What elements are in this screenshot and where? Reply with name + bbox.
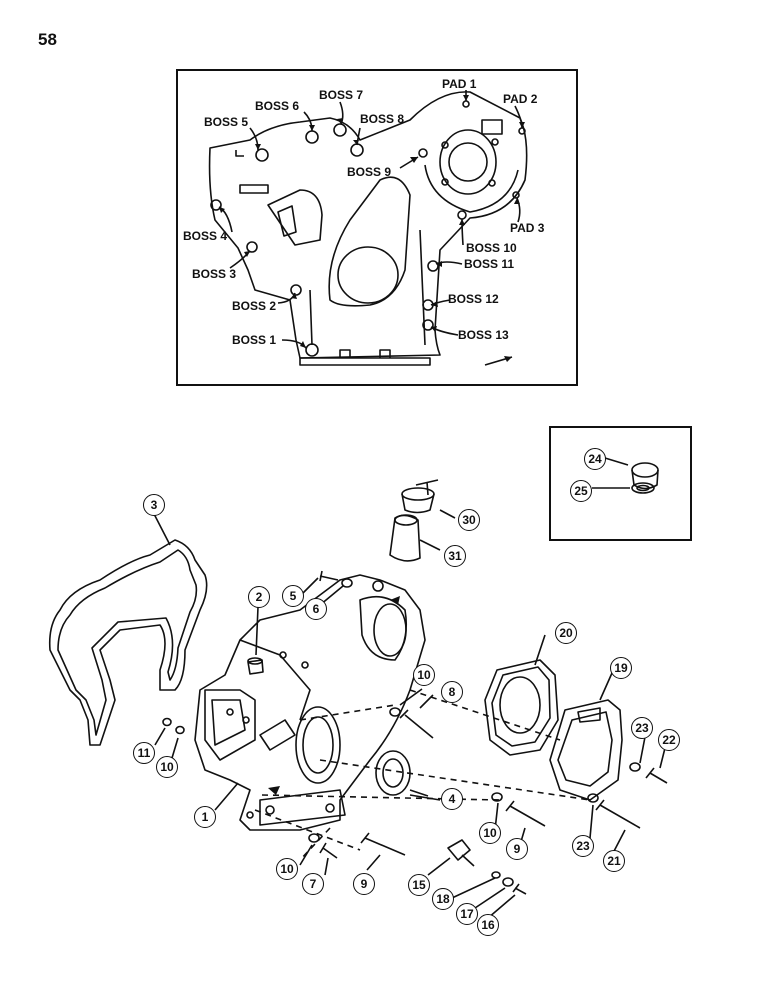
plate-19 — [549, 699, 623, 801]
label-boss-10: BOSS 10 — [466, 241, 517, 255]
label-boss-1: BOSS 1 — [232, 333, 277, 347]
label-pad-2: PAD 2 — [503, 92, 538, 106]
timing-cover-1 — [194, 574, 426, 831]
label-boss-5: BOSS 5 — [204, 115, 249, 129]
callout-9-a: 9 — [506, 838, 528, 860]
label-boss-12: BOSS 12 — [448, 292, 499, 306]
callout-10-d: 10 — [276, 858, 298, 880]
page-number: 58 — [38, 30, 57, 49]
label-boss-13: BOSS 13 — [458, 328, 509, 342]
callout-11: 11 — [133, 742, 155, 764]
callout-19: 19 — [610, 657, 632, 679]
gasket-3 — [48, 539, 208, 746]
callout-23-a: 23 — [631, 717, 653, 739]
label-boss-9: BOSS 9 — [347, 165, 392, 179]
callout-24: 24 — [584, 448, 606, 470]
label-pad-1: PAD 1 — [442, 77, 477, 91]
label-boss-3: BOSS 3 — [192, 267, 237, 281]
callout-22: 22 — [658, 729, 680, 751]
callout-17: 17 — [456, 903, 478, 925]
callout-25: 25 — [570, 480, 592, 502]
label-boss-4: BOSS 4 — [183, 229, 228, 243]
callout-30: 30 — [458, 509, 480, 531]
label-boss-7: BOSS 7 — [319, 88, 364, 102]
callout-9-b: 9 — [353, 873, 375, 895]
callout-18: 18 — [432, 888, 454, 910]
label-pad-3: PAD 3 — [510, 221, 545, 235]
callout-10-b: 10 — [156, 756, 178, 778]
label-boss-11: BOSS 11 — [464, 257, 515, 271]
callout-4: 4 — [441, 788, 463, 810]
callout-10-a: 10 — [413, 664, 435, 686]
callout-7: 7 — [302, 873, 324, 895]
sleeve-2 — [247, 659, 264, 675]
callout-1: 1 — [194, 806, 216, 828]
label-boss-6: BOSS 6 — [255, 99, 300, 113]
plug-kit-frame — [549, 426, 692, 541]
cover-boss-diagram-frame — [176, 69, 578, 386]
label-boss-2: BOSS 2 — [232, 299, 277, 313]
callout-23-b: 23 — [572, 835, 594, 857]
callout-15: 15 — [408, 874, 430, 896]
callout-31: 31 — [444, 545, 466, 567]
callout-2: 2 — [248, 586, 270, 608]
top-cover-outline — [208, 91, 528, 359]
gasket-20 — [484, 659, 559, 756]
callout-6: 6 — [305, 598, 327, 620]
callout-21: 21 — [603, 850, 625, 872]
callout-16: 16 — [477, 914, 499, 936]
callout-20: 20 — [555, 622, 577, 644]
callout-8: 8 — [441, 681, 463, 703]
callout-10-c: 10 — [479, 822, 501, 844]
callout-3: 3 — [143, 494, 165, 516]
label-boss-8: BOSS 8 — [360, 112, 405, 126]
callout-5: 5 — [282, 585, 304, 607]
